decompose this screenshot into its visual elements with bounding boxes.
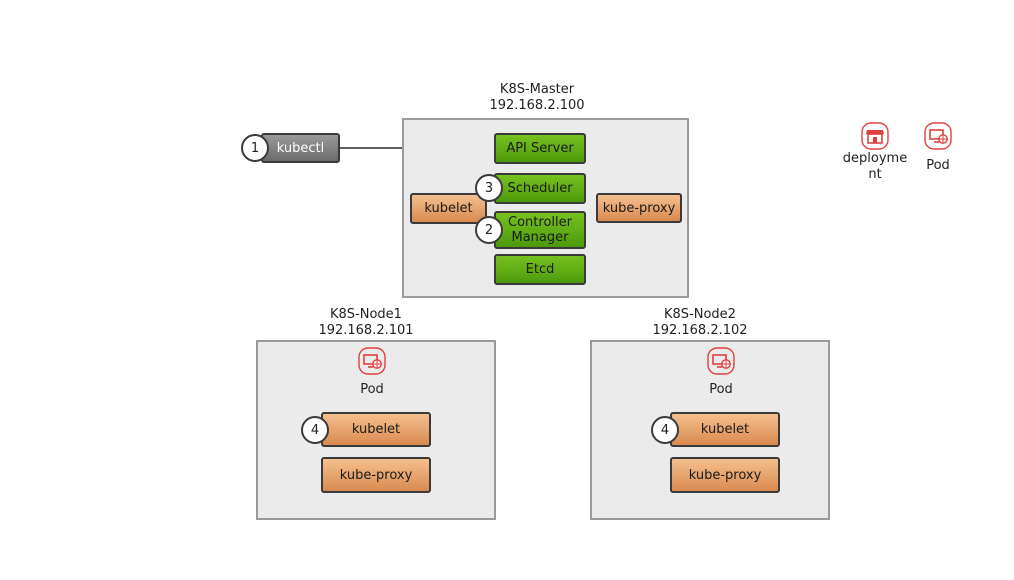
kubectl-box[interactable]: kubectl: [261, 133, 340, 163]
scheduler-box[interactable]: Scheduler: [494, 173, 586, 204]
master-name: K8S-Master: [499, 82, 575, 97]
legend-deployment-line1: deployme: [842, 151, 908, 166]
deployment-icon: [861, 122, 889, 150]
step-badge-scheduler: 3: [475, 174, 503, 202]
master-kubelet-box[interactable]: kubelet: [410, 193, 487, 224]
controller-manager-line2: Manager: [511, 230, 569, 245]
node1-pod-label: Pod: [360, 382, 384, 397]
step-badge-controller-manager: 2: [475, 216, 503, 244]
pod-icon: [707, 347, 735, 375]
node1-kubelet-box[interactable]: kubelet: [321, 412, 431, 447]
legend-deployment-label: deployme nt: [835, 151, 915, 183]
node1-title: K8S-Node1 192.168.2.101: [276, 307, 456, 339]
node2-kubelet-box[interactable]: kubelet: [670, 412, 780, 447]
etcd-box[interactable]: Etcd: [494, 254, 586, 285]
node1-ip: 192.168.2.101: [318, 323, 414, 338]
pod-icon: [924, 122, 952, 150]
node2-name: K8S-Node2: [664, 307, 736, 322]
node2-title: K8S-Node2 192.168.2.102: [610, 307, 790, 339]
node2-ip: 192.168.2.102: [652, 323, 748, 338]
controller-manager-box[interactable]: Controller Manager: [494, 211, 586, 249]
node1-name: K8S-Node1: [330, 307, 402, 322]
legend-deployment-line2: nt: [868, 167, 882, 182]
node2-kube-proxy-box[interactable]: kube-proxy: [670, 457, 780, 493]
pod-icon: [358, 347, 386, 375]
master-title: K8S-Master 192.168.2.100: [437, 82, 637, 114]
node2-pod-label: Pod: [709, 382, 733, 397]
step-badge-node1-kubelet: 4: [301, 416, 329, 444]
node1-kube-proxy-box[interactable]: kube-proxy: [321, 457, 431, 493]
controller-manager-line1: Controller: [508, 215, 572, 230]
master-ip: 192.168.2.100: [489, 98, 585, 113]
master-kube-proxy-box[interactable]: kube-proxy: [596, 193, 682, 223]
step-badge-node2-kubelet: 4: [651, 416, 679, 444]
step-badge-kubectl: 1: [241, 134, 269, 162]
api-server-box[interactable]: API Server: [494, 133, 586, 164]
kubectl-label: kubectl: [276, 140, 325, 156]
legend-pod-label: Pod: [926, 158, 950, 173]
